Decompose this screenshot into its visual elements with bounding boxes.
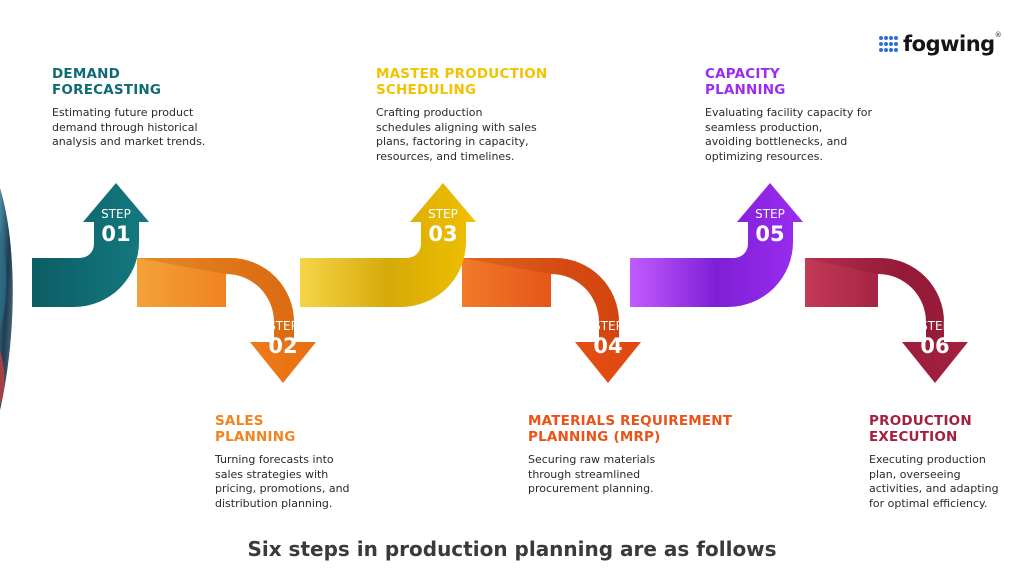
step-03-label: STEP <box>428 207 458 221</box>
step-06-ribbon <box>805 258 968 383</box>
step-02-number: 02 <box>268 334 298 358</box>
logo-text: fogwing <box>903 32 995 56</box>
step-01-title: DEMAND FORECASTING <box>52 66 162 98</box>
step-06-shade <box>805 258 944 342</box>
step-05-description: Evaluating facility capacity for seamles… <box>705 106 872 163</box>
dot-grid-icon <box>879 36 898 52</box>
step-01-label: STEP <box>101 207 131 221</box>
fogwing-logo: fogwing ® <box>878 30 1002 58</box>
step-01-ribbon <box>32 183 149 307</box>
step-02-description: Turning forecasts into sales strategies … <box>215 453 350 510</box>
step-04-shade <box>462 258 619 342</box>
step-03-ribbon <box>300 183 476 307</box>
step-03-number: 03 <box>428 222 458 246</box>
photo-fragment <box>0 188 13 410</box>
step-03-title: MASTER PRODUCTION SCHEDULING <box>376 66 548 98</box>
diagram-caption: Six steps in production planning are as … <box>247 537 777 561</box>
step-05-number: 05 <box>755 222 785 246</box>
step-05-ribbon <box>630 183 803 307</box>
step-06-description: Executing production plan, overseeing ac… <box>869 453 999 510</box>
step-05-label: STEP <box>755 207 785 221</box>
step-04-number: 04 <box>593 334 623 358</box>
step-01-description: Estimating future product demand through… <box>52 106 206 148</box>
registered-mark: ® <box>994 31 1002 39</box>
step-05-title: CAPACITY PLANNING <box>705 66 786 98</box>
step-06-label: STEP <box>920 319 950 333</box>
step-02-title: SALES PLANNING <box>215 413 296 445</box>
step-02-shade <box>137 258 294 342</box>
step-04-label: STEP <box>593 319 623 333</box>
step-06-number: 06 <box>920 334 950 358</box>
step-03-description: Crafting production schedules aligning w… <box>376 106 537 163</box>
step-02-label: STEP <box>268 319 298 333</box>
step-01-number: 01 <box>101 222 131 246</box>
step-06-title: PRODUCTION EXECUTION <box>869 413 972 445</box>
step-02-ribbon <box>137 258 316 383</box>
step-04-description: Securing raw materials through streamlin… <box>528 453 656 495</box>
step-04-ribbon <box>462 258 641 383</box>
step-04-title: MATERIALS REQUIREMENT PLANNING (MRP) <box>528 413 733 445</box>
